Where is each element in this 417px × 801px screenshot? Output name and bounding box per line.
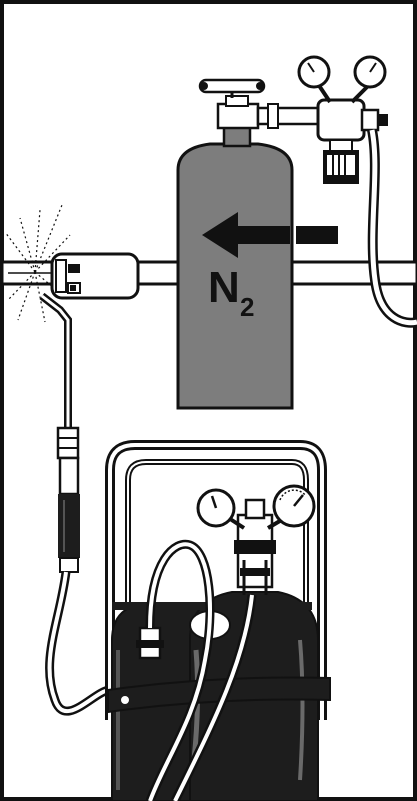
brazing-torch [42, 296, 80, 572]
pressure-gauge-icon [198, 490, 234, 526]
cylinder-label-subscript: 2 [240, 292, 254, 322]
torch-hoses [50, 572, 110, 711]
pressure-gauge-icon [299, 57, 329, 87]
pressure-gauge-icon [355, 57, 385, 87]
flow-regulator [52, 254, 138, 298]
pressure-gauge-icon [274, 486, 314, 526]
torch-regulator [198, 486, 314, 595]
nitrogen-hose [372, 130, 417, 323]
valve-handwheel-icon [200, 80, 264, 98]
cylinder-label-main: N [208, 263, 240, 312]
